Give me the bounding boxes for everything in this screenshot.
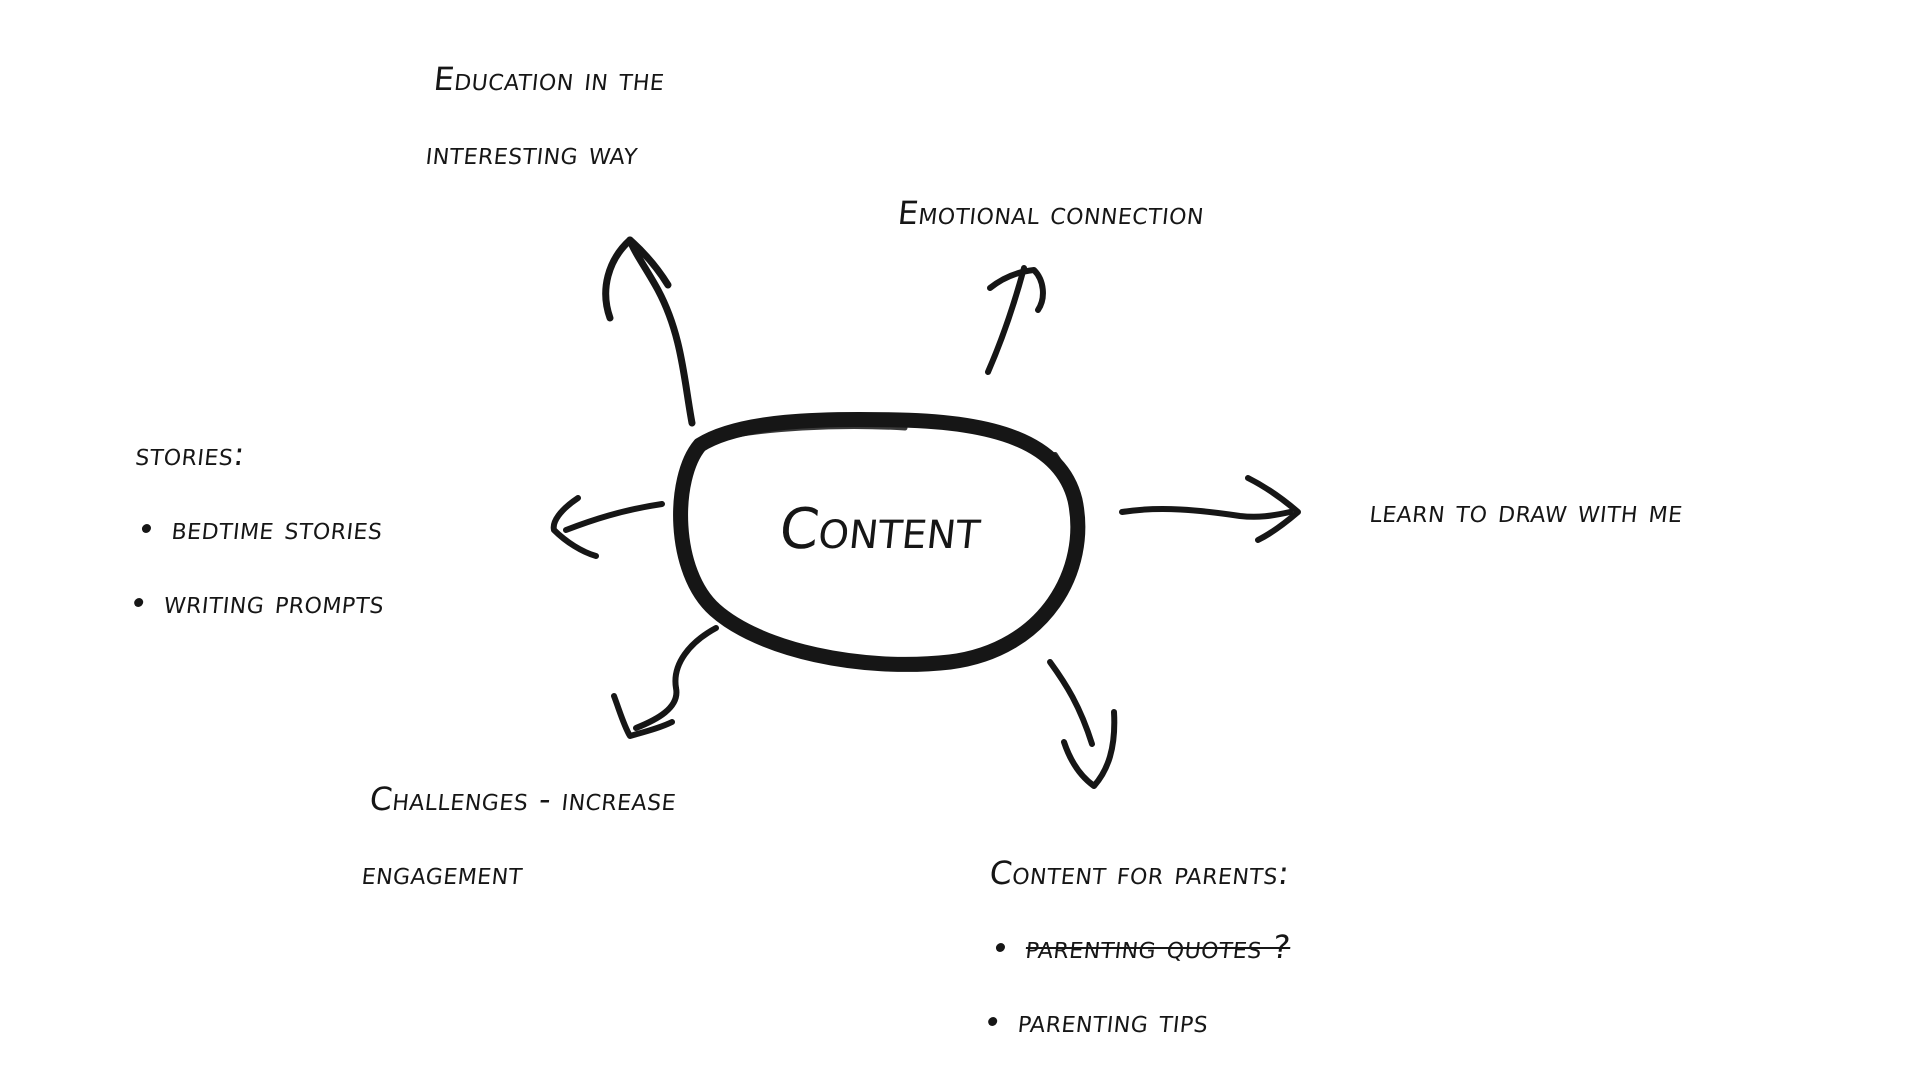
branch-education-line-1: Education in the xyxy=(431,60,667,98)
center-node-outline xyxy=(673,411,1086,672)
list-item: bedtime stories xyxy=(124,491,396,565)
branch-parents-item-1: parenting quotes ? xyxy=(1024,928,1293,966)
list-item: parenting tips xyxy=(970,984,1286,1058)
branch-learn: learn to draw with me xyxy=(1366,474,1687,548)
branch-education-line-2: interesting way xyxy=(424,134,640,172)
branch-emotional: Emotional connection xyxy=(894,176,1208,250)
arrow-education xyxy=(602,236,696,427)
branch-challenges: Challenges - increase engagement xyxy=(358,762,680,910)
list-item: parenting quotes ? xyxy=(978,910,1294,984)
arrow-parents xyxy=(1047,659,1118,789)
branch-stories-item-1: bedtime stories xyxy=(170,509,385,547)
branch-parents-list: parenting quotes ? parenting tips xyxy=(970,910,1294,1058)
arrow-emotional xyxy=(985,265,1046,375)
branch-stories-list: bedtime stories writing prompts xyxy=(116,491,396,639)
branch-challenges-line-1: Challenges - increase xyxy=(367,780,679,818)
branch-stories: stories: bedtime stories writing prompts xyxy=(116,417,403,639)
branch-parents-heading: Content for parents: xyxy=(987,854,1292,892)
branch-parents: Content for parents: parenting quotes ? … xyxy=(970,836,1302,1058)
branch-stories-item-2: writing prompts xyxy=(162,583,387,621)
branch-stories-heading: stories: xyxy=(133,435,247,473)
center-node-label: Content xyxy=(776,497,984,562)
arrow-learn xyxy=(1119,475,1301,543)
branch-challenges-line-2: engagement xyxy=(360,854,525,892)
branch-parents-item-2: parenting tips xyxy=(1016,1002,1211,1040)
list-item: writing prompts xyxy=(116,565,388,639)
branch-learn-line-1: learn to draw with me xyxy=(1368,492,1685,530)
branch-education: Education in the interesting way xyxy=(422,42,668,190)
arrow-stories xyxy=(550,495,665,559)
arrow-challenges xyxy=(611,625,719,739)
branch-emotional-line-1: Emotional connection xyxy=(896,194,1207,232)
